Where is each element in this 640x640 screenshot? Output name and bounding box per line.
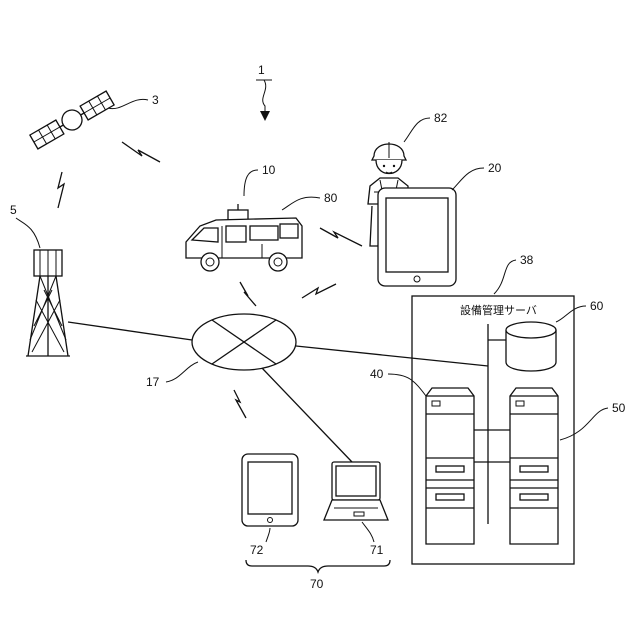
link-tower-network (68, 322, 192, 340)
link-network-laptop (262, 368, 352, 462)
wireless-signal-icon (302, 284, 336, 298)
label-database: 60 (590, 299, 604, 313)
label-client-group: 70 (310, 577, 324, 591)
label-server-a: 40 (370, 367, 384, 381)
leader-server-b (560, 408, 608, 440)
leader-tablet-field (452, 168, 484, 190)
network-icon (192, 314, 296, 370)
wireless-signal-icon (240, 282, 256, 306)
leader-base-station (16, 218, 40, 248)
label-satellite: 3 (152, 93, 159, 107)
base-station-tower-icon (26, 250, 70, 356)
tablet-icon (242, 454, 298, 526)
label-server-b: 50 (612, 401, 626, 415)
vehicle-icon (186, 204, 302, 271)
label-vehicle: 10 (262, 163, 276, 177)
label-system: 1 (258, 63, 265, 77)
link-network-servers (296, 346, 488, 366)
server-icon (510, 388, 558, 544)
label-tablet-client: 72 (250, 543, 264, 557)
leader-vehicle (244, 170, 258, 196)
laptop-icon (324, 462, 388, 520)
label-tablet-field: 20 (488, 161, 502, 175)
satellite-icon (29, 89, 115, 150)
leader-tablet-client (266, 528, 270, 542)
label-laptop: 71 (370, 543, 384, 557)
wireless-signal-icon (122, 142, 160, 162)
database-icon (506, 322, 556, 371)
leader-database (556, 306, 586, 322)
leader-network (166, 362, 198, 382)
label-worker: 82 (434, 111, 448, 125)
leader-server-group (494, 260, 516, 294)
server-icon (426, 388, 474, 544)
server-group-title: 設備管理サーバ (460, 303, 537, 317)
label-base-station: 5 (10, 203, 17, 217)
leader-laptop (362, 522, 374, 542)
system-arrowhead (260, 111, 270, 121)
wireless-signal-icon (234, 390, 246, 418)
wireless-signal-icon (320, 228, 362, 246)
leader-camera (282, 197, 320, 210)
label-server-group: 38 (520, 253, 534, 267)
leader-server-a (388, 374, 426, 396)
label-camera: 80 (324, 191, 338, 205)
tablet-icon (378, 188, 456, 286)
leader-worker (404, 118, 430, 142)
wireless-signal-icon (58, 172, 64, 208)
label-network: 17 (146, 375, 160, 389)
client-group-brace (246, 560, 390, 572)
